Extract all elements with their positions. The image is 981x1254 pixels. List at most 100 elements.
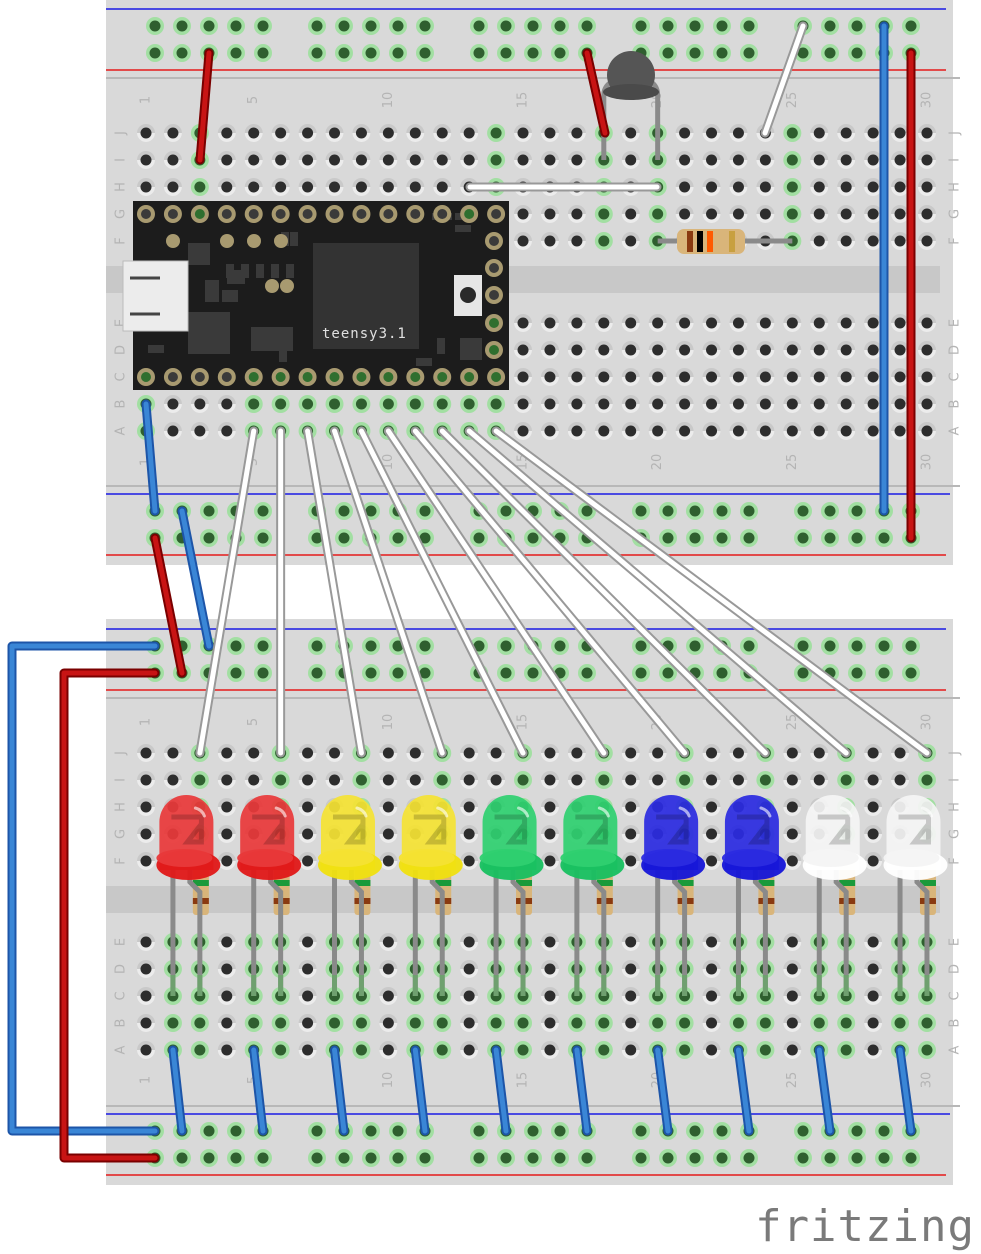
rail-hole[interactable]	[716, 20, 728, 32]
tie-point[interactable]	[463, 747, 475, 759]
rail-hole[interactable]	[338, 505, 350, 517]
rail-hole[interactable]	[365, 20, 377, 32]
tie-point[interactable]	[652, 425, 664, 437]
tie-point[interactable]	[894, 398, 906, 410]
tie-point[interactable]	[706, 425, 718, 437]
rail-hole[interactable]	[473, 1152, 485, 1164]
rail-hole[interactable]	[230, 640, 242, 652]
tie-point[interactable]	[194, 398, 206, 410]
tie-point[interactable]	[221, 398, 233, 410]
rail-hole[interactable]	[149, 20, 161, 32]
tie-point[interactable]	[221, 990, 233, 1002]
tie-point[interactable]	[759, 371, 771, 383]
tie-point[interactable]	[275, 1017, 287, 1029]
tie-point[interactable]	[436, 154, 448, 166]
tie-point[interactable]	[140, 990, 152, 1002]
tie-point[interactable]	[302, 127, 314, 139]
tie-point[interactable]	[544, 855, 556, 867]
tie-point[interactable]	[598, 208, 610, 220]
tie-point[interactable]	[275, 774, 287, 786]
tie-point[interactable]	[706, 371, 718, 383]
tie-point[interactable]	[490, 774, 502, 786]
tie-point[interactable]	[571, 371, 583, 383]
tie-point[interactable]	[382, 398, 394, 410]
rail-hole[interactable]	[797, 47, 809, 59]
rail-hole[interactable]	[851, 532, 863, 544]
tie-point[interactable]	[571, 127, 583, 139]
tie-point[interactable]	[706, 936, 718, 948]
tie-point[interactable]	[840, 398, 852, 410]
tie-point[interactable]	[706, 344, 718, 356]
tie-point[interactable]	[409, 398, 421, 410]
tie-point[interactable]	[867, 425, 879, 437]
tie-point[interactable]	[221, 801, 233, 813]
tie-point[interactable]	[463, 1044, 475, 1056]
tie-point[interactable]	[302, 855, 314, 867]
teensy-top-pin[interactable]	[437, 209, 448, 219]
tie-point[interactable]	[221, 1017, 233, 1029]
tie-point[interactable]	[813, 154, 825, 166]
rail-hole[interactable]	[797, 667, 809, 679]
cathode-jumper-wire[interactable]	[412, 1047, 428, 1134]
cathode-jumper-wire[interactable]	[574, 1047, 590, 1134]
tie-point[interactable]	[625, 990, 637, 1002]
tie-point[interactable]	[544, 1044, 556, 1056]
tie-point[interactable]	[598, 398, 610, 410]
rail-hole[interactable]	[905, 20, 917, 32]
tie-point[interactable]	[140, 774, 152, 786]
rail-hole[interactable]	[149, 47, 161, 59]
tie-point[interactable]	[759, 774, 771, 786]
teensy-top-pin[interactable]	[464, 209, 475, 219]
tie-point[interactable]	[867, 1017, 879, 1029]
tie-point[interactable]	[544, 127, 556, 139]
rail-hole[interactable]	[365, 640, 377, 652]
tie-point[interactable]	[571, 425, 583, 437]
rail-hole[interactable]	[500, 1152, 512, 1164]
tie-point[interactable]	[140, 801, 152, 813]
tie-point[interactable]	[921, 398, 933, 410]
tie-point[interactable]	[194, 425, 206, 437]
tie-point[interactable]	[140, 747, 152, 759]
tie-point[interactable]	[786, 936, 798, 948]
tie-point[interactable]	[706, 317, 718, 329]
tie-point[interactable]	[140, 1017, 152, 1029]
board-link-ground-wire[interactable]	[179, 508, 212, 649]
tie-point[interactable]	[679, 398, 691, 410]
tie-point[interactable]	[598, 235, 610, 247]
tie-point[interactable]	[625, 154, 637, 166]
tie-point[interactable]	[544, 963, 556, 975]
tie-point[interactable]	[221, 425, 233, 437]
tie-point[interactable]	[679, 344, 691, 356]
tie-point[interactable]	[867, 317, 879, 329]
tie-point[interactable]	[463, 127, 475, 139]
rail-hole[interactable]	[473, 640, 485, 652]
teensy-top-pin[interactable]	[383, 209, 394, 219]
tie-point[interactable]	[679, 774, 691, 786]
tie-point[interactable]	[894, 344, 906, 356]
teensy-top-pin[interactable]	[275, 209, 286, 219]
tie-point[interactable]	[652, 1017, 664, 1029]
tie-point[interactable]	[221, 127, 233, 139]
teensy-bottom-pin[interactable]	[221, 372, 232, 382]
tie-point[interactable]	[382, 1044, 394, 1056]
tie-point[interactable]	[786, 208, 798, 220]
tie-point[interactable]	[302, 154, 314, 166]
tie-point[interactable]	[894, 208, 906, 220]
rail-hole[interactable]	[797, 532, 809, 544]
teensy-bottom-pin[interactable]	[248, 372, 259, 382]
tie-point[interactable]	[544, 828, 556, 840]
tie-point[interactable]	[302, 747, 314, 759]
tie-point[interactable]	[894, 1017, 906, 1029]
tie-point[interactable]	[706, 747, 718, 759]
tie-point[interactable]	[679, 208, 691, 220]
rail-hole[interactable]	[689, 1125, 701, 1137]
tie-point[interactable]	[679, 1044, 691, 1056]
tie-point[interactable]	[167, 154, 179, 166]
tie-point[interactable]	[759, 1017, 771, 1029]
rail-hole[interactable]	[527, 667, 539, 679]
tie-point[interactable]	[571, 774, 583, 786]
tie-point[interactable]	[517, 317, 529, 329]
tie-point[interactable]	[786, 801, 798, 813]
tie-point[interactable]	[490, 127, 502, 139]
teensy-top-pin[interactable]	[194, 209, 205, 219]
